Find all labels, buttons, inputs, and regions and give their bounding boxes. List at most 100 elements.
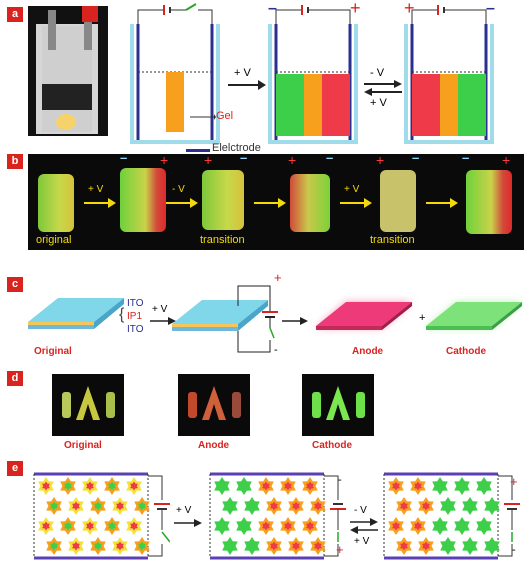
b-minus-4: – (412, 150, 420, 165)
flake-inner (226, 501, 234, 511)
flake-inner (284, 481, 292, 491)
flake-inner (248, 541, 256, 551)
b-transition-label-2: transition (370, 234, 415, 246)
panel-label-e: e (7, 461, 23, 476)
flake-inner (130, 521, 138, 531)
c-anode-slab (316, 302, 412, 330)
b-arrow-icon-3 (254, 198, 286, 208)
flake-inner (306, 481, 314, 491)
c-electrode-minus: - (274, 344, 278, 356)
panel-label-c: c (7, 277, 23, 292)
flake-inner (116, 541, 124, 551)
b-minus-3: – (326, 150, 334, 165)
d-anode-photo (178, 374, 250, 436)
flake-inner (400, 541, 408, 551)
b-plus-1: + (160, 152, 169, 168)
b-plus-2: + (204, 152, 213, 168)
flake-inner (414, 481, 422, 491)
c-ito-top: ITO (127, 298, 144, 309)
b-original-label: original (36, 234, 72, 246)
d-cathode-label: Cathode (312, 440, 352, 451)
flake-inner (72, 541, 80, 551)
b-arrow-label-1: + V (88, 184, 104, 195)
e-arrow-label-1: + V (176, 505, 192, 516)
flake-inner (226, 541, 234, 551)
flake-inner (240, 521, 248, 531)
b-minus-1: – (120, 150, 128, 165)
e-right-plus: + (510, 474, 518, 489)
flake-inner (400, 501, 408, 511)
d-original-photo (52, 374, 124, 436)
flake-inner (292, 501, 300, 511)
flake-inner (488, 501, 496, 511)
flake-inner (444, 501, 452, 511)
arrow-label-plus-v-2: + V (370, 97, 387, 109)
flake-inner (218, 481, 226, 491)
gel-label: Gel (216, 110, 234, 122)
b-plus-5: + (502, 152, 511, 168)
flake-inner (94, 501, 102, 511)
flake-inner (314, 541, 322, 551)
flake-inner (108, 521, 116, 531)
flake-inner (488, 541, 496, 551)
c-anode-label: Anode (352, 346, 384, 357)
flake-inner (436, 521, 444, 531)
flake-inner (458, 481, 466, 491)
flake-inner (466, 541, 474, 551)
flake-inner (270, 541, 278, 551)
flake-inner (116, 501, 124, 511)
cell2-minus: – (268, 0, 277, 17)
flake-inner (42, 521, 50, 531)
c-arrow-icon-1 (150, 317, 176, 325)
cell-3-diagram (404, 5, 494, 144)
b-minus-5: – (462, 150, 470, 165)
flake-inner (480, 481, 488, 491)
d-original-label: Original (64, 440, 102, 451)
flake-inner (138, 541, 146, 551)
b-arrow-icon-5 (426, 198, 458, 208)
c-ito-bottom: ITO (127, 324, 144, 335)
b-plus-4: + (376, 152, 385, 168)
cell3-minus: – (486, 0, 495, 17)
flake-inner (436, 481, 444, 491)
arrow-label-minus-v: - V (370, 67, 385, 79)
flake-inner (306, 521, 314, 531)
c-device-slab (172, 285, 278, 353)
flake-inner (458, 521, 466, 531)
c-voltage-label: + V (152, 304, 168, 315)
cell-1-diagram (130, 3, 220, 144)
vial-photo (28, 6, 108, 136)
panel-label-b: b (7, 154, 23, 169)
c-cathode-label: Cathode (446, 346, 486, 357)
b-arrow-label-2: - V (172, 184, 185, 195)
flake-inner (480, 521, 488, 531)
c-layers-brace: { (119, 306, 125, 323)
e-arrow-label-2: - V (354, 505, 367, 516)
c-electrode-plus: + (274, 270, 282, 285)
flake-inner (64, 521, 72, 531)
b-arrow-icon-2 (166, 198, 198, 208)
flake-inner (262, 481, 270, 491)
b-arrow-label-3: + V (344, 184, 360, 195)
flake-inner (444, 541, 452, 551)
flake-inner (218, 521, 226, 531)
e-arrow-label-3: + V (354, 536, 370, 547)
flake-inner (64, 481, 72, 491)
b-minus-2: – (240, 150, 248, 165)
c-arrow-icon-2 (282, 317, 308, 325)
e-cell-original (33, 472, 170, 560)
flake-inner (270, 501, 278, 511)
c-original-label: Original (34, 346, 72, 357)
b-transition-label-1: transition (200, 234, 245, 246)
flake-inner (94, 541, 102, 551)
double-arrow-icon (364, 80, 402, 96)
e-middle-minus: - (338, 474, 342, 486)
b-arrow-icon-4 (340, 198, 372, 208)
flake-inner (138, 501, 146, 511)
cell2-plus: + (350, 0, 361, 18)
electrode-label: Elelctrode (212, 142, 261, 154)
d-cathode-photo (302, 374, 374, 436)
d-anode-label: Anode (198, 440, 230, 451)
flake-inner (50, 501, 58, 511)
c-original-slab (28, 298, 124, 329)
